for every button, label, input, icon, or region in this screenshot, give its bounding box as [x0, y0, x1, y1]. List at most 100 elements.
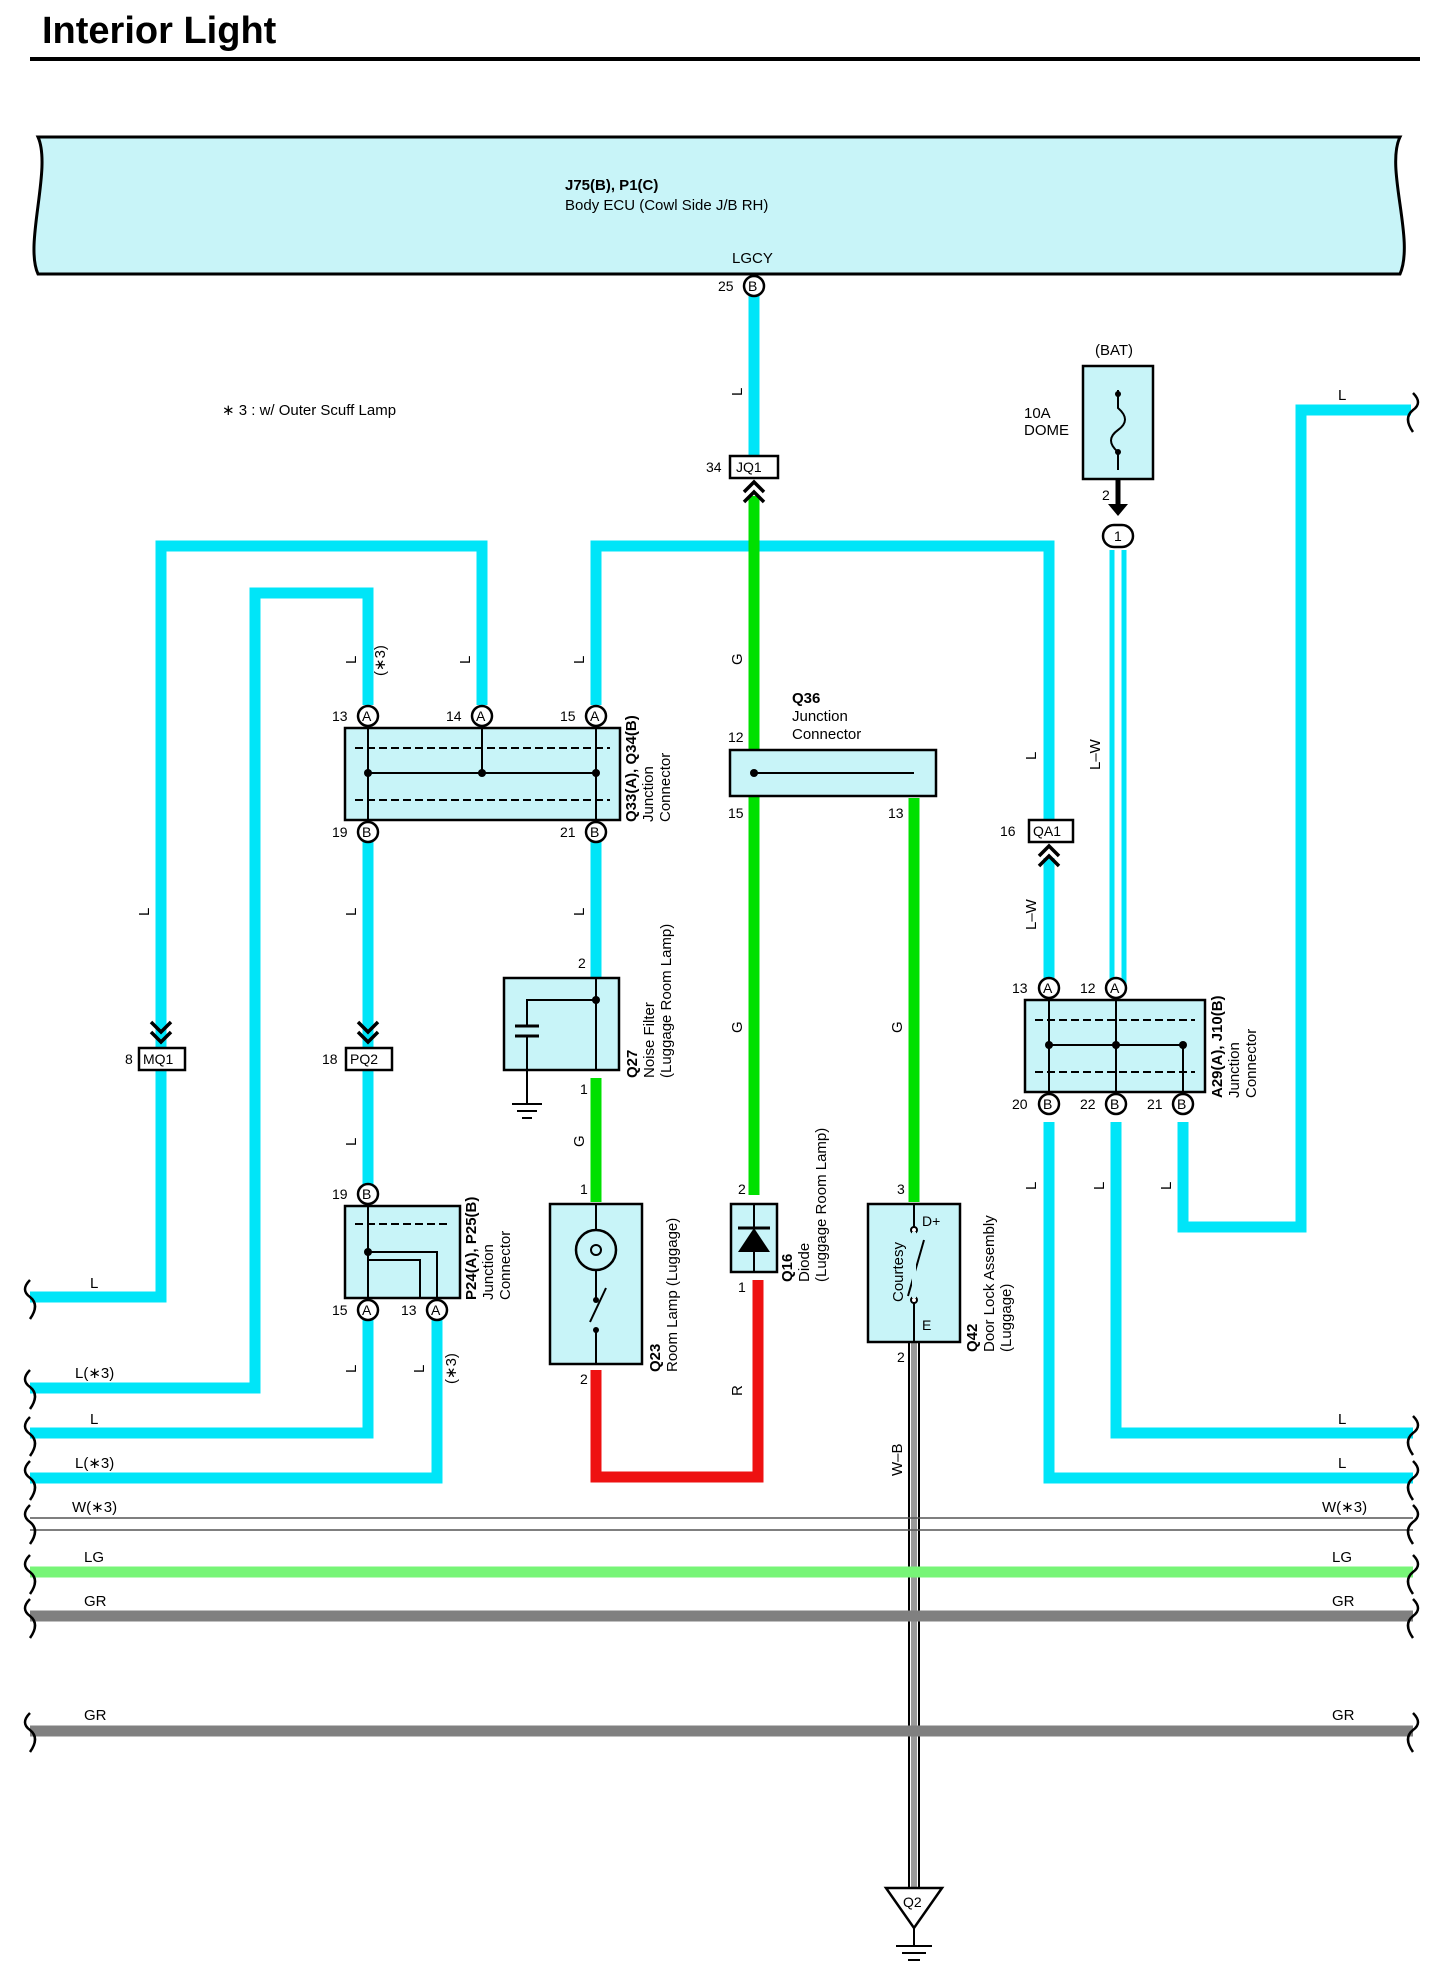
footnote: ∗ 3 : w/ Outer Scuff Lamp: [222, 402, 396, 419]
svg-text:L(∗3): L(∗3): [75, 1365, 114, 1382]
component-q23-room-lamp: 1 2 Q23 Room Lamp (Luggage): [548, 1181, 681, 1387]
svg-text:QA1: QA1: [1033, 823, 1061, 839]
svg-text:Q42: Q42: [964, 1324, 981, 1352]
svg-text:3: 3: [897, 1181, 905, 1197]
svg-text:2: 2: [897, 1349, 905, 1365]
svg-text:1: 1: [580, 1081, 588, 1097]
junction-p24-p25: B A A 19 15 13 P24(A), P25(B) Junction C…: [332, 1182, 514, 1322]
svg-text:25: 25: [718, 278, 734, 294]
svg-text:(Luggage Room Lamp): (Luggage Room Lamp): [813, 1128, 830, 1282]
svg-text:Door Lock Assembly: Door Lock Assembly: [981, 1215, 998, 1352]
svg-text:12: 12: [1080, 980, 1096, 996]
svg-text:DOME: DOME: [1024, 422, 1069, 439]
page-title: Interior Light: [42, 10, 277, 52]
svg-text:Q23: Q23: [647, 1344, 664, 1372]
wire-top-bus: [590, 540, 1055, 825]
svg-text:GR: GR: [1332, 1593, 1355, 1610]
wire-red: [590, 1280, 764, 1483]
junction-q36: Q36 Junction Connector 12 15 13: [728, 690, 938, 821]
svg-text:15: 15: [728, 805, 744, 821]
component-q42-door-lock: D+ E Courtesy 3 2 Q42 Door Lock Assembly…: [866, 1181, 1015, 1365]
svg-text:10A: 10A: [1024, 405, 1051, 422]
svg-text:A: A: [362, 708, 372, 724]
svg-text:Noise Filter: Noise Filter: [641, 1002, 658, 1078]
svg-text:B: B: [1043, 1096, 1052, 1112]
svg-text:L: L: [571, 908, 588, 916]
svg-text:1: 1: [738, 1279, 746, 1295]
svg-text:W(∗3): W(∗3): [1322, 1499, 1367, 1516]
svg-text:Diode: Diode: [796, 1243, 813, 1282]
svg-text:L: L: [1023, 1182, 1040, 1190]
svg-text:L: L: [729, 388, 746, 396]
light-blue-wires: [30, 286, 1413, 1484]
svg-text:13: 13: [332, 708, 348, 724]
svg-text:18: 18: [322, 1051, 338, 1067]
wire-a29-20: [1043, 1122, 1413, 1484]
svg-text:34: 34: [706, 459, 722, 475]
svg-text:G: G: [729, 653, 746, 665]
svg-text:GR: GR: [84, 1593, 107, 1610]
svg-text:Courtesy: Courtesy: [890, 1241, 907, 1302]
svg-text:19: 19: [332, 1186, 348, 1202]
svg-text:Q16: Q16: [779, 1254, 796, 1282]
svg-text:B: B: [1177, 1096, 1186, 1112]
svg-text:21: 21: [560, 824, 576, 840]
title-rule: [30, 57, 1420, 61]
svg-text:1: 1: [1114, 528, 1122, 544]
svg-text:2: 2: [738, 1181, 746, 1197]
svg-text:1: 1: [580, 1181, 588, 1197]
svg-text:14: 14: [446, 708, 462, 724]
svg-text:15: 15: [332, 1302, 348, 1318]
svg-text:B: B: [748, 278, 757, 294]
component-q16-diode: 2 1 Q16 Diode (Luggage Room Lamp): [729, 1128, 830, 1295]
svg-text:20: 20: [1012, 1096, 1028, 1112]
svg-text:Connector: Connector: [497, 1231, 514, 1300]
svg-text:B: B: [362, 824, 371, 840]
svg-text:19: 19: [332, 824, 348, 840]
svg-text:A: A: [431, 1302, 441, 1318]
green-wires: [590, 496, 920, 1202]
wire-q33-13: [30, 587, 374, 1394]
wire-p24-15: [30, 1318, 374, 1439]
junction-q33-q34: A A A B B 13 14 15 19 21 Q33(A), Q34(B) …: [332, 704, 674, 844]
svg-text:L: L: [1158, 1182, 1175, 1190]
svg-text:Connector: Connector: [1243, 1029, 1260, 1098]
svg-text:L–W: L–W: [1087, 738, 1104, 770]
svg-text:(Luggage): (Luggage): [998, 1284, 1015, 1352]
svg-text:R: R: [729, 1385, 746, 1396]
svg-text:2: 2: [578, 955, 586, 971]
svg-text:B: B: [590, 824, 599, 840]
ecu-name: Body ECU (Cowl Side J/B RH): [565, 197, 768, 214]
svg-text:8: 8: [125, 1051, 133, 1067]
svg-text:(∗3): (∗3): [372, 645, 389, 676]
wire-lw-double: [1109, 550, 1127, 985]
wire-right-l-loop: [1177, 404, 1411, 1233]
fuse-dome: (BAT) 10A DOME 2 1: [1024, 342, 1155, 549]
svg-text:12: 12: [728, 729, 744, 745]
svg-text:GR: GR: [84, 1707, 107, 1724]
svg-text:L: L: [411, 1365, 428, 1373]
wire-labels: L G G G G R W–B L L–W L–W L L (∗3) L L L…: [72, 387, 1367, 1724]
svg-text:A29(A), J10(B): A29(A), J10(B): [1209, 995, 1226, 1098]
wire-p24-13: [30, 1318, 443, 1484]
svg-text:L: L: [1023, 752, 1040, 760]
svg-text:GR: GR: [1332, 1707, 1355, 1724]
svg-text:L: L: [136, 908, 153, 916]
svg-text:W(∗3): W(∗3): [72, 1499, 117, 1516]
svg-text:B: B: [1110, 1096, 1119, 1112]
svg-text:Room Lamp (Luggage): Room Lamp (Luggage): [664, 1218, 681, 1372]
svg-text:2: 2: [580, 1371, 588, 1387]
wire-a29-22: [1110, 1122, 1413, 1439]
svg-text:L: L: [1091, 1182, 1108, 1190]
break-marks: [23, 392, 1420, 1753]
component-q27-noise-filter: 2 1 Q27 Noise Filter (Luggage Room Lamp): [502, 924, 675, 1119]
ecu-terminal: LGCY: [732, 250, 773, 267]
svg-text:Junction: Junction: [792, 708, 848, 725]
svg-text:2: 2: [1102, 487, 1110, 503]
svg-text:D+: D+: [922, 1213, 940, 1229]
svg-text:Connector: Connector: [657, 753, 674, 822]
ground-q2: Q2: [883, 1886, 945, 1961]
wire-mq1-left: [30, 1055, 167, 1303]
svg-text:(BAT): (BAT): [1095, 342, 1133, 359]
